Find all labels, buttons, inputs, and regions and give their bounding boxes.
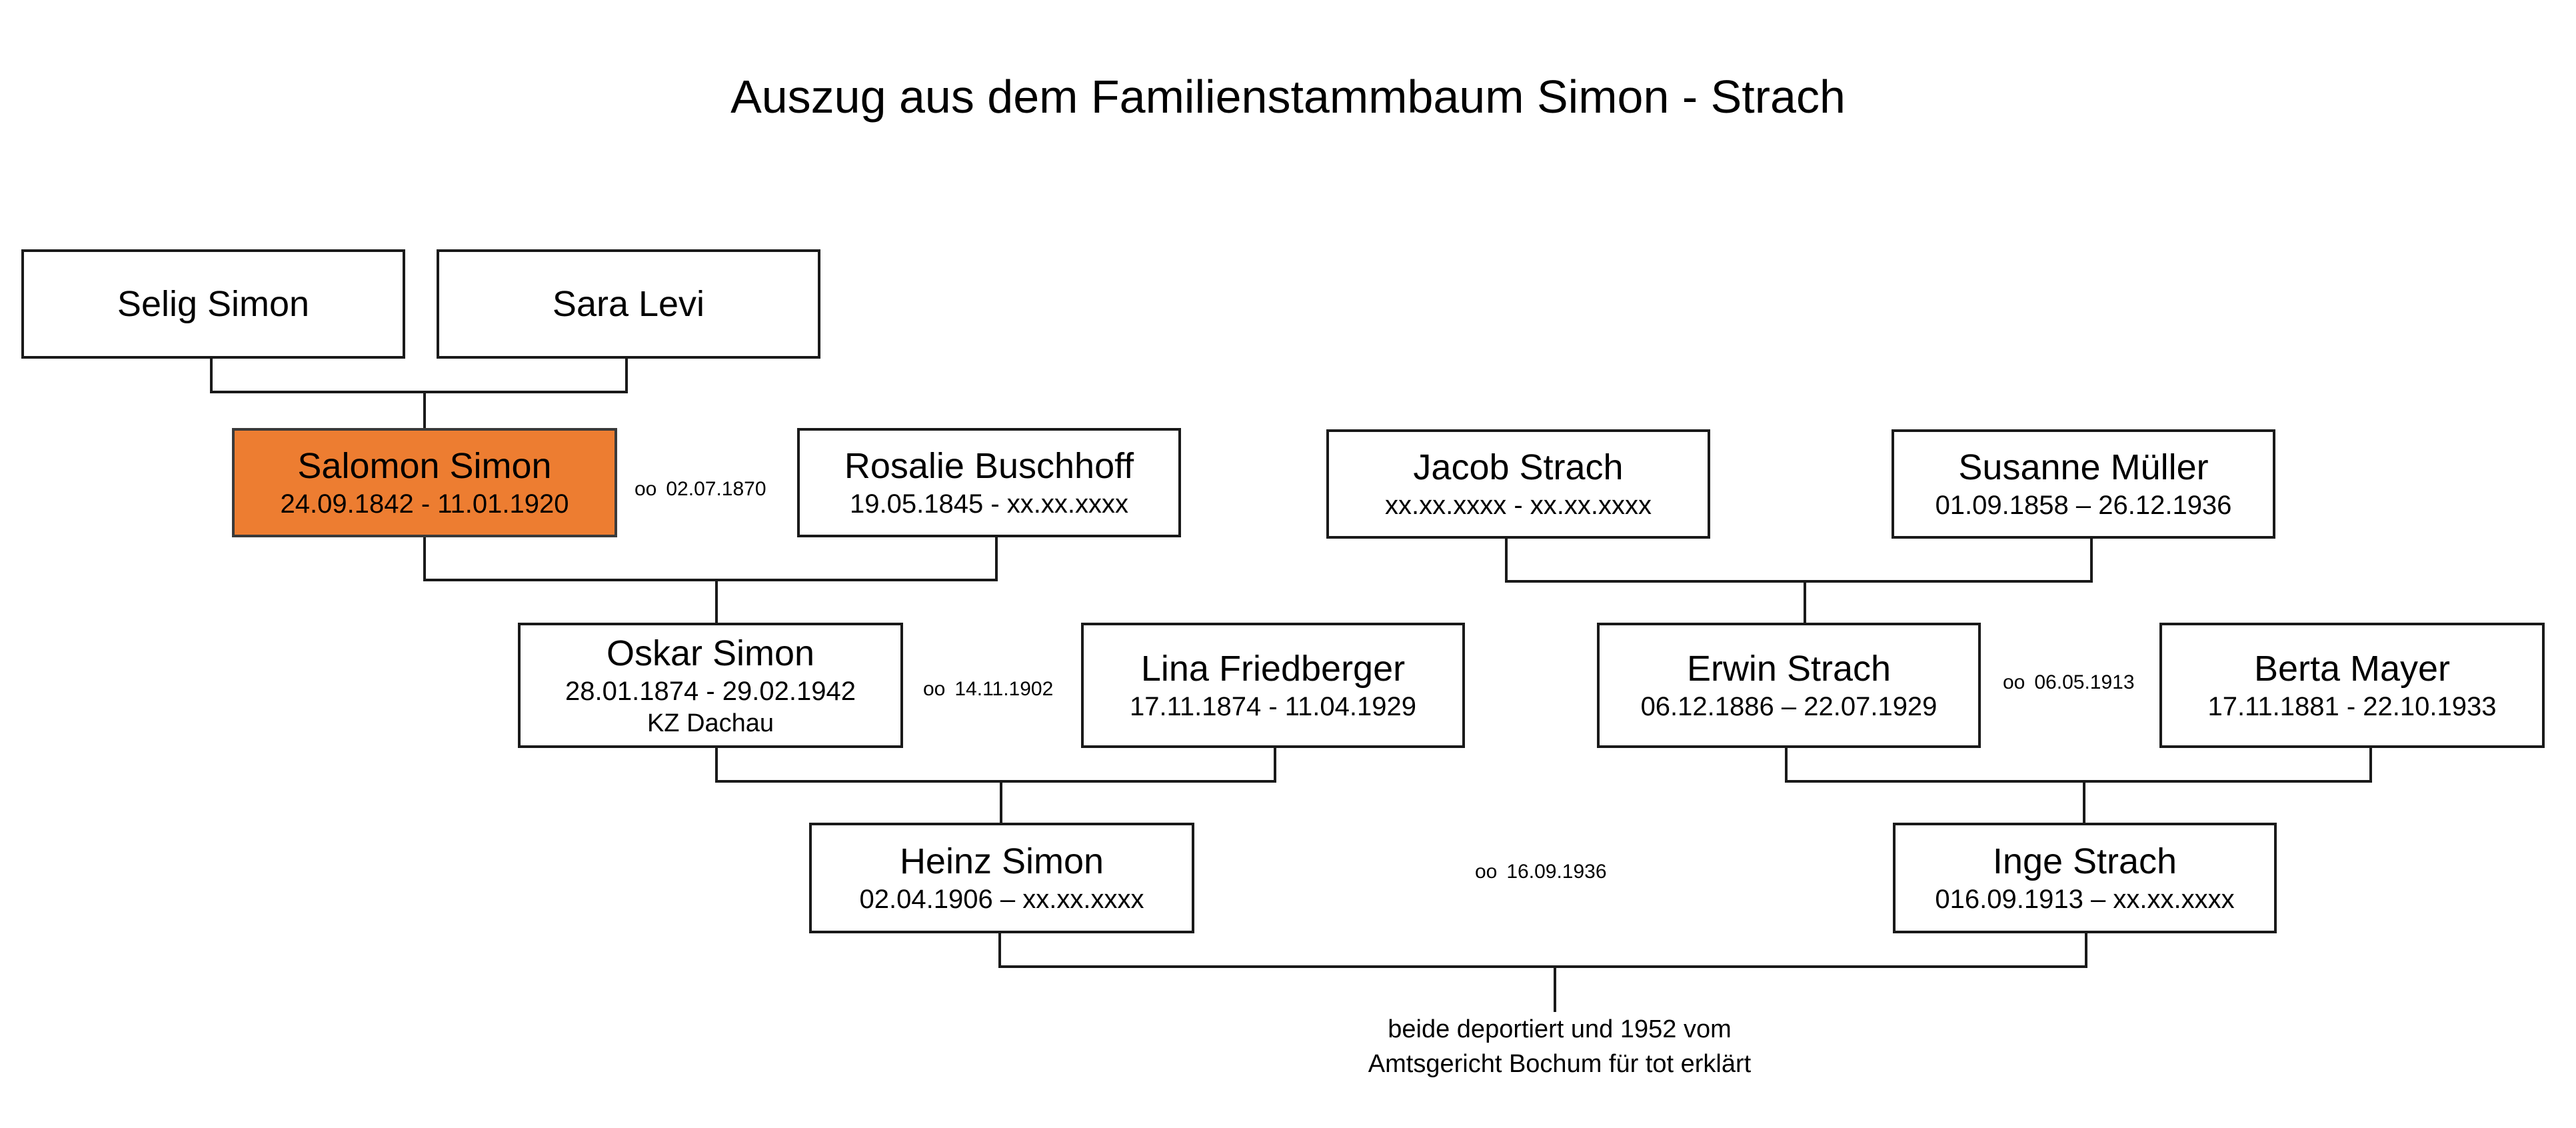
person-note: KZ Dachau bbox=[646, 709, 774, 737]
person-dates: 28.01.1874 - 29.02.1942 bbox=[565, 677, 856, 706]
person-oskar-simon: Oskar Simon 28.01.1874 - 29.02.1942 KZ D… bbox=[518, 623, 903, 748]
deportation-footnote: beide deportiert und 1952 vom Amtsgerich… bbox=[1293, 1012, 1826, 1081]
person-name: Jacob Strach bbox=[1413, 447, 1624, 487]
marriage-label-salomon-rosalie: oo 02.07.1870 bbox=[635, 477, 766, 501]
person-sara-levi: Sara Levi bbox=[437, 249, 820, 359]
person-name: Oskar Simon bbox=[606, 633, 815, 673]
person-susanne-mueller: Susanne Müller 01.09.1858 – 26.12.1936 bbox=[1892, 429, 2275, 539]
marriage-date: 02.07.1870 bbox=[666, 478, 766, 500]
marriage-symbol: oo bbox=[635, 478, 657, 500]
person-inge-strach: Inge Strach 016.09.1913 – xx.xx.xxxx bbox=[1893, 823, 2277, 933]
person-selig-simon: Selig Simon bbox=[21, 249, 405, 359]
person-name: Berta Mayer bbox=[2253, 649, 2451, 689]
connector-heinz-inge bbox=[998, 932, 2087, 968]
person-dates: xx.xx.xxxx - xx.xx.xxxx bbox=[1385, 491, 1652, 520]
person-rosalie-buschhoff: Rosalie Buschhoff 19.05.1845 - xx.xx.xxx… bbox=[797, 428, 1181, 537]
marriage-date: 16.09.1936 bbox=[1506, 861, 1607, 883]
marriage-date: 14.11.1902 bbox=[954, 678, 1054, 700]
person-name: Selig Simon bbox=[117, 284, 310, 324]
person-salomon-simon: Salomon Simon 24.09.1842 - 11.01.1920 bbox=[232, 428, 617, 537]
marriage-symbol: oo bbox=[2003, 671, 2025, 693]
person-berta-mayer: Berta Mayer 17.11.1881 - 22.10.1933 bbox=[2159, 623, 2545, 748]
person-name: Salomon Simon bbox=[297, 446, 552, 486]
marriage-label-erwin-berta: oo 06.05.1913 bbox=[2003, 671, 2135, 695]
person-dates: 17.11.1874 - 11.04.1929 bbox=[1130, 692, 1416, 721]
person-dates: 06.12.1886 – 22.07.1929 bbox=[1640, 692, 1937, 721]
person-heinz-simon: Heinz Simon 02.04.1906 – xx.xx.xxxx bbox=[809, 823, 1194, 933]
connector-salomon-rosalie bbox=[423, 535, 998, 581]
person-name: Rosalie Buschhoff bbox=[844, 446, 1134, 486]
marriage-date: 06.05.1913 bbox=[2034, 671, 2135, 693]
person-erwin-strach: Erwin Strach 06.12.1886 – 22.07.1929 bbox=[1597, 623, 1981, 748]
person-name: Susanne Müller bbox=[1958, 447, 2209, 487]
person-dates: 24.09.1842 - 11.01.1920 bbox=[280, 489, 569, 519]
person-name: Inge Strach bbox=[1992, 841, 2177, 881]
connector-erwin-berta bbox=[1785, 745, 2372, 783]
diagram-title: Auszug aus dem Familienstammbaum Simon -… bbox=[730, 71, 1846, 123]
marriage-symbol: oo bbox=[1475, 861, 1498, 883]
marriage-symbol: oo bbox=[923, 678, 946, 700]
person-name: Sara Levi bbox=[552, 284, 705, 324]
marriage-label-heinz-inge: oo 16.09.1936 bbox=[1475, 860, 1607, 884]
person-jacob-strach: Jacob Strach xx.xx.xxxx - xx.xx.xxxx bbox=[1326, 429, 1710, 539]
connector-selig-sara bbox=[210, 356, 628, 393]
person-name: Lina Friedberger bbox=[1140, 649, 1406, 689]
footnote-line-2: Amtsgericht Bochum für tot erklärt bbox=[1368, 1050, 1752, 1078]
person-dates: 02.04.1906 – xx.xx.xxxx bbox=[859, 885, 1144, 914]
connector-jacob-susanne bbox=[1505, 536, 2093, 583]
person-dates: 17.11.1881 - 22.10.1933 bbox=[2207, 692, 2497, 721]
marriage-label-oskar-lina: oo 14.11.1902 bbox=[923, 677, 1053, 701]
person-dates: 19.05.1845 - xx.xx.xxxx bbox=[850, 489, 1128, 519]
person-dates: 016.09.1913 – xx.xx.xxxx bbox=[1935, 885, 2235, 914]
footnote-line-1: beide deportiert und 1952 vom bbox=[1388, 1015, 1732, 1043]
person-lina-friedberger: Lina Friedberger 17.11.1874 - 11.04.1929 bbox=[1081, 623, 1465, 748]
person-name: Erwin Strach bbox=[1686, 649, 1892, 689]
person-name: Heinz Simon bbox=[899, 841, 1104, 881]
person-dates: 01.09.1858 – 26.12.1936 bbox=[1935, 491, 2232, 520]
connector-oskar-lina bbox=[715, 745, 1276, 783]
